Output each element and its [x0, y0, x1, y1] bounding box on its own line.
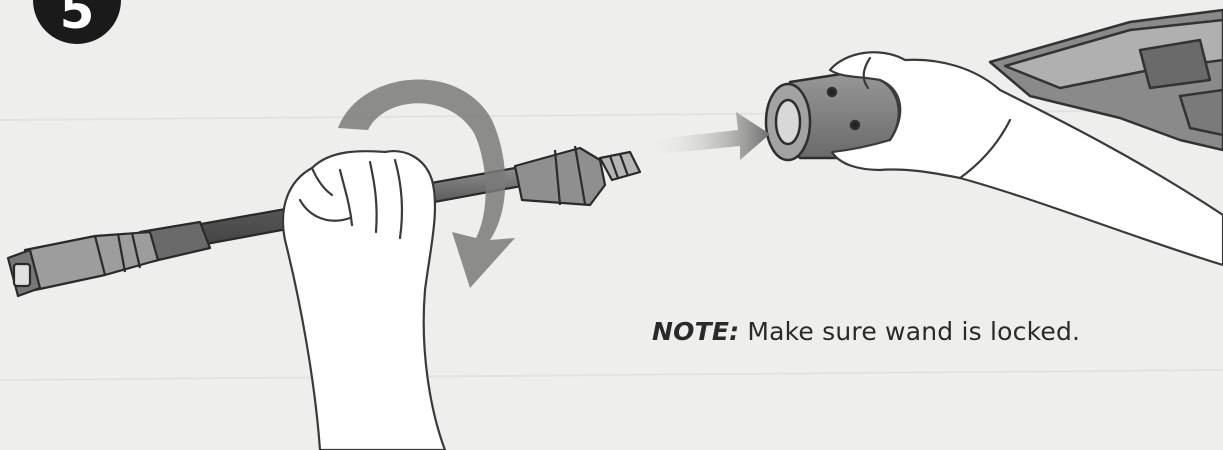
note-message: Make sure wand is locked.: [747, 317, 1080, 346]
note-text: NOTE: Make sure wand is locked.: [652, 317, 1080, 346]
push-arrow: [648, 112, 770, 160]
step-number: 5: [33, 0, 121, 36]
note-label: NOTE:: [652, 317, 739, 346]
left-hand: [283, 151, 445, 450]
